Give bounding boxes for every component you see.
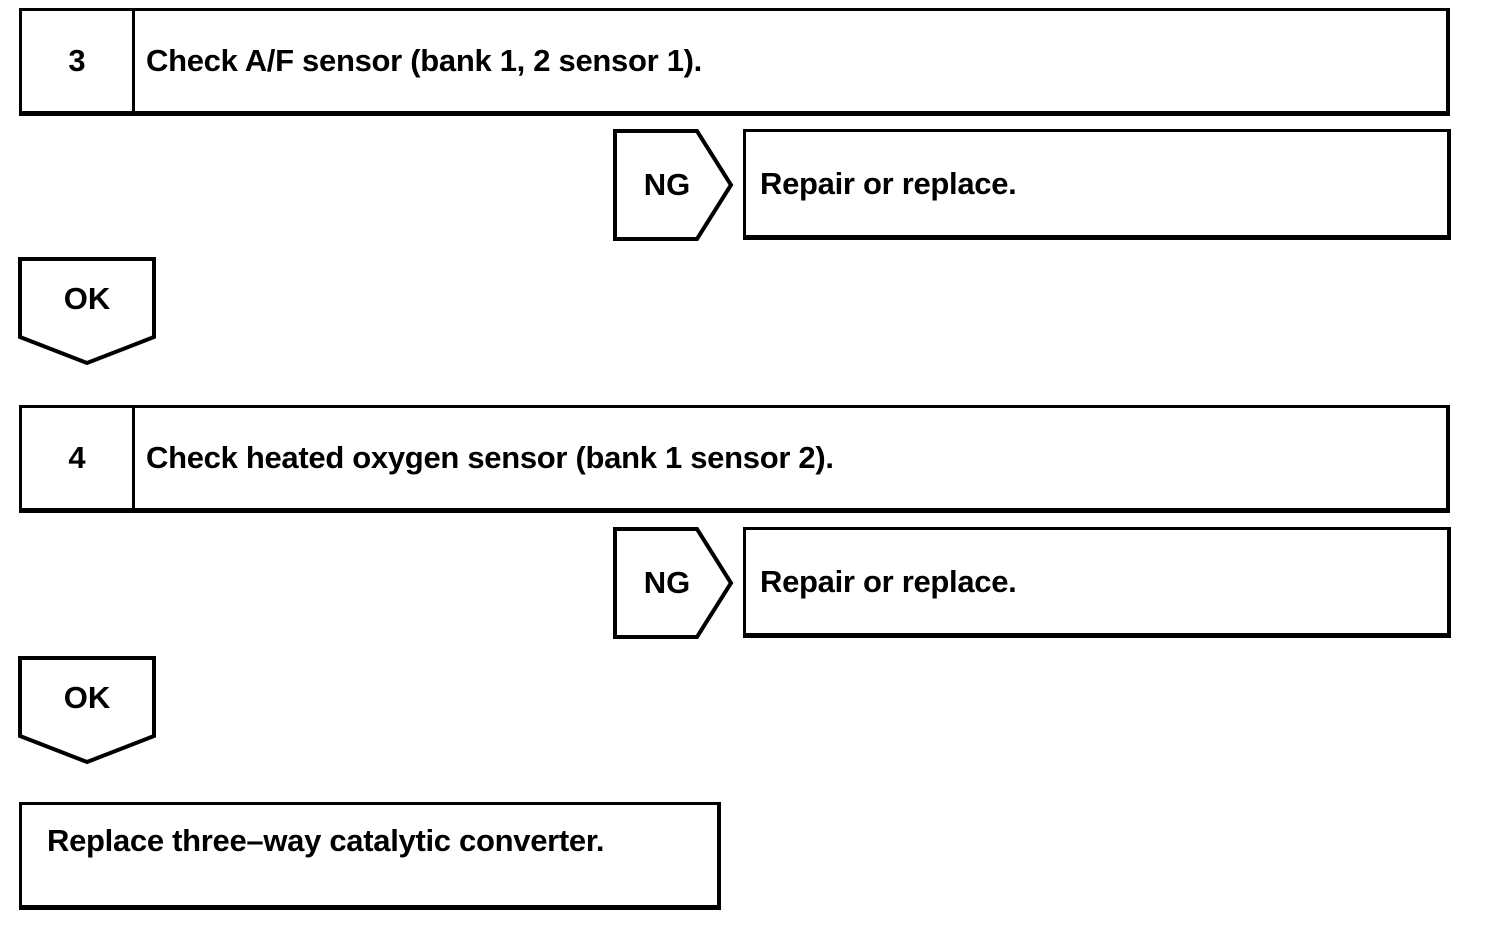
ok-pentagon-icon — [18, 656, 156, 765]
ok-pentagon-icon — [18, 257, 156, 366]
step-4-ok-connector: OK — [17, 655, 157, 765]
step-3-ng-result-text: Repair or replace. — [760, 165, 1017, 201]
ng-pentagon-icon — [613, 527, 734, 639]
step-4-ng-label: NG — [643, 565, 691, 600]
step-3-ok-label: OK — [63, 281, 111, 316]
final-action-box: Replace three–way catalytic converter. — [19, 802, 721, 910]
step-4-title: Check heated oxygen sensor (bank 1 senso… — [146, 440, 834, 475]
final-action-text: Replace three–way catalytic converter. — [47, 823, 605, 858]
step-3-ng-connector: NG — [613, 129, 735, 241]
step-3-ng-result-box: Repair or replace. — [743, 129, 1451, 240]
step-3-ok-connector: OK — [17, 256, 157, 366]
step-4-ng-result-box: Repair or replace. — [743, 527, 1451, 638]
step-3-number: 3 — [22, 11, 135, 111]
step-4-ok-label: OK — [63, 680, 111, 715]
step-3-title: Check A/F sensor (bank 1, 2 sensor 1). — [146, 43, 702, 78]
step-3-ng-label: NG — [643, 167, 691, 202]
step-3-box: 3 Check A/F sensor (bank 1, 2 sensor 1). — [19, 8, 1450, 116]
step-4-box: 4 Check heated oxygen sensor (bank 1 sen… — [19, 405, 1450, 513]
step-4-number: 4 — [22, 408, 135, 508]
step-4-ng-connector: NG — [613, 527, 735, 639]
step-4-ng-result-text: Repair or replace. — [760, 563, 1017, 599]
ng-pentagon-icon — [613, 129, 734, 241]
